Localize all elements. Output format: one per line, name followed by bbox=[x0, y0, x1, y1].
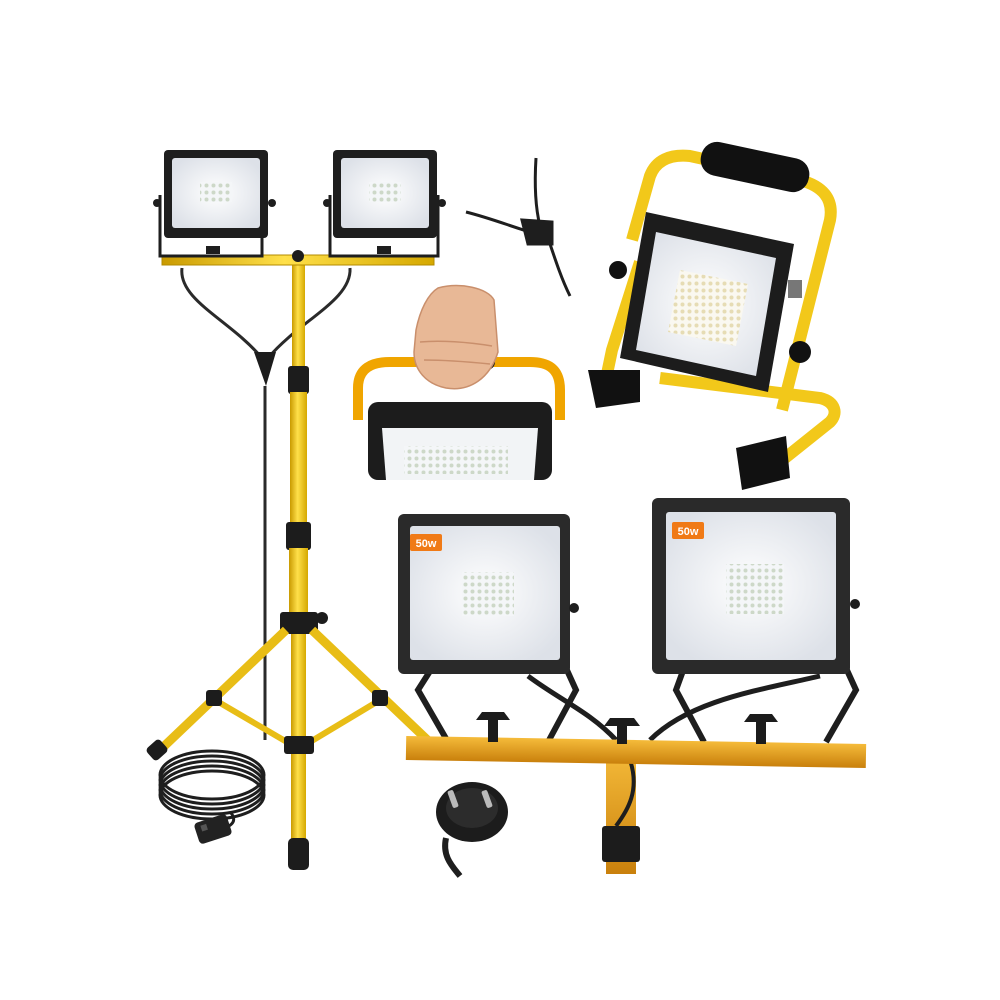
left-brace bbox=[213, 697, 294, 748]
left-power-badge: 50w bbox=[410, 534, 442, 551]
right-power-label: 50w bbox=[678, 526, 699, 538]
right-power-badge: 50w bbox=[672, 522, 704, 539]
left-power-label: 50w bbox=[416, 538, 437, 550]
folding-frame-floodlight bbox=[588, 141, 841, 490]
left-leg bbox=[154, 626, 290, 756]
mid-pole bbox=[290, 392, 307, 532]
closeup-right-floodlight bbox=[652, 498, 860, 674]
twin-light-closeup: 50w 50w bbox=[398, 498, 867, 878]
left-leg-foot bbox=[146, 739, 168, 761]
frame-foam-grip bbox=[700, 141, 810, 193]
splitter bbox=[254, 352, 276, 386]
right-brace bbox=[303, 697, 382, 748]
tripod-work-light bbox=[146, 150, 452, 870]
tripod-right-floodlight bbox=[323, 150, 446, 258]
pole-clamp-upper bbox=[288, 366, 309, 394]
uk-plug-icon bbox=[194, 814, 232, 844]
closeup-crossbar bbox=[405, 735, 867, 769]
leg-lock-knob bbox=[316, 612, 328, 624]
brace-joint-right bbox=[372, 690, 388, 706]
coiled-power-cable bbox=[158, 749, 266, 830]
hand bbox=[413, 284, 499, 390]
cable-splitter-detail bbox=[465, 157, 572, 297]
upper-pole bbox=[292, 258, 305, 378]
eu-plug-icon bbox=[436, 782, 508, 878]
right-light-cable bbox=[266, 267, 352, 359]
center-foot bbox=[288, 838, 309, 870]
left-light-cable bbox=[180, 267, 264, 359]
closeup-pole-clamp bbox=[602, 826, 640, 862]
pole-clamp-middle bbox=[286, 522, 311, 550]
brace-joint-left bbox=[206, 690, 222, 706]
brace-hub bbox=[284, 736, 314, 754]
crossbar-knobs bbox=[476, 712, 778, 744]
closeup-left-floodlight bbox=[398, 514, 579, 674]
lower-pole bbox=[289, 548, 308, 618]
crossbar-knob bbox=[292, 250, 304, 262]
handheld-light-detail bbox=[353, 284, 565, 480]
tripod-left-floodlight bbox=[153, 150, 276, 258]
leg-hub bbox=[280, 612, 318, 634]
